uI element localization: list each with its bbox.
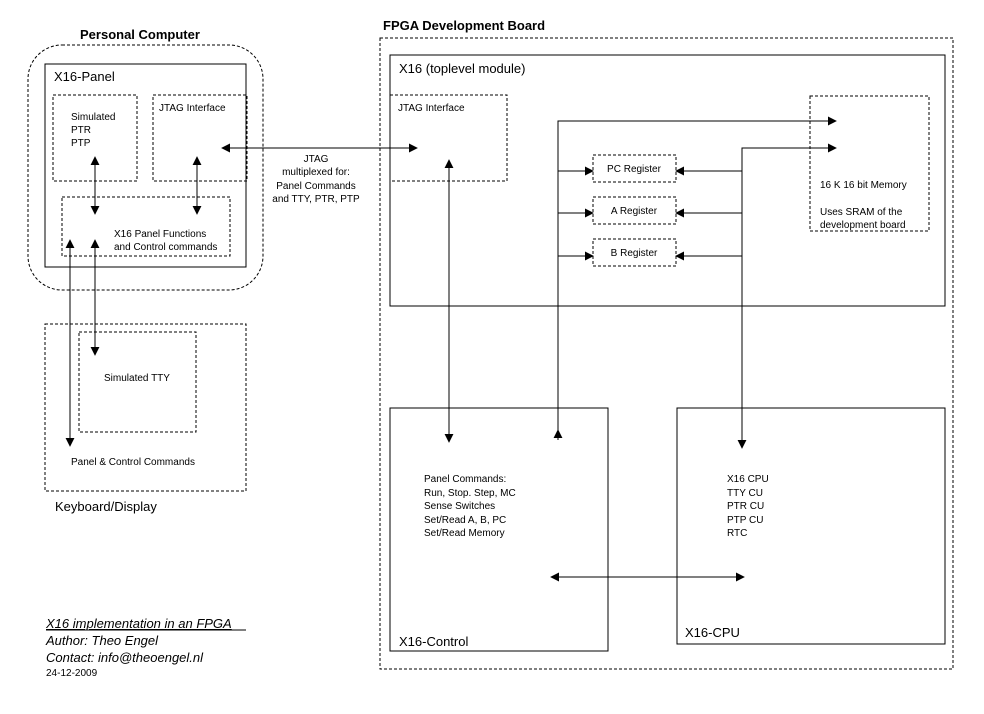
cpu-line-5: RTC: [727, 528, 747, 539]
control-line-1: Panel Commands:: [424, 474, 506, 485]
control-line-2: Run, Stop. Step, MC: [424, 488, 516, 499]
panel-functions-box: [61, 196, 231, 257]
simulated-tty-box: [78, 331, 197, 433]
b-register-label: B Register: [611, 248, 658, 259]
x16-control-box: [389, 407, 609, 652]
control-line-4: Set/Read A, B, PC: [424, 515, 506, 526]
fpga-board-title: FPGA Development Board: [383, 18, 545, 33]
keyboard-display-title: Keyboard/Display: [55, 499, 157, 514]
footer-author: Author: Theo Engel: [45, 633, 159, 648]
x16-panel-title: X16-Panel: [54, 69, 115, 84]
x16-cpu-box: [676, 407, 946, 645]
footer-contact: Contact: info@theoengel.nl: [46, 650, 204, 665]
footer-title: X16 implementation in an FPGA: [45, 616, 232, 631]
link-label-1: JTAG: [304, 154, 329, 165]
cpu-line-4: PTP CU: [727, 515, 764, 526]
memory-label-4: development board: [820, 220, 906, 231]
x16-control-title: X16-Control: [399, 634, 468, 649]
x16-panel-box: [44, 63, 247, 268]
control-bus-to-memory: [557, 116, 837, 440]
cpu-line-1: X16 CPU: [727, 474, 769, 485]
panel-functions-label-1: X16 Panel Functions: [114, 229, 206, 240]
cpu-line-3: PTR CU: [727, 501, 764, 512]
cpu-bus-to-memory: [741, 143, 837, 448]
pc-register-label: PC Register: [607, 164, 662, 175]
control-line-3: Sense Switches: [424, 501, 495, 512]
cpu-line-2: TTY CU: [727, 488, 763, 499]
link-label-2: multiplexed for:: [282, 167, 350, 178]
link-label-3: Panel Commands: [276, 181, 355, 192]
sim-label-1: Simulated: [71, 112, 115, 123]
memory-label-1: 16 K 16 bit Memory: [820, 180, 907, 191]
keyboard-display-box: [44, 323, 247, 492]
panel-control-commands-label: Panel & Control Commands: [71, 457, 195, 468]
toplevel-module-title: X16 (toplevel module): [399, 61, 525, 76]
panel-functions-label-2: and Control commands: [114, 242, 217, 253]
x16-cpu-title: X16-CPU: [685, 625, 740, 640]
simulated-tty-label: Simulated TTY: [104, 373, 170, 384]
memory-box: [809, 95, 930, 232]
a-register-label: A Register: [611, 206, 658, 217]
sim-label-2: PTR: [71, 125, 91, 136]
pc-jtag-label: JTAG Interface: [159, 103, 226, 114]
personal-computer-title: Personal Computer: [80, 27, 200, 42]
control-line-5: Set/Read Memory: [424, 528, 505, 539]
memory-label-3: Uses SRAM of the: [820, 207, 903, 218]
footer-date: 24-12-2009: [46, 668, 98, 679]
fpga-board-boundary: [379, 37, 954, 670]
fpga-jtag-label: JTAG Interface: [398, 103, 465, 114]
link-label-4: and TTY, PTR, PTP: [272, 194, 360, 205]
sim-label-3: PTP: [71, 138, 91, 149]
